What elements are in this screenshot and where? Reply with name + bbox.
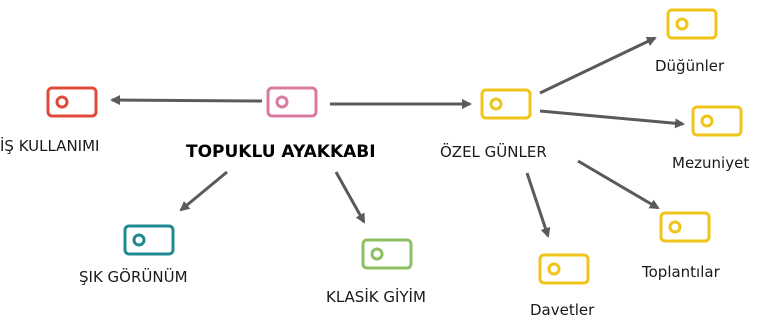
- tag-icon-toplanti: [659, 211, 711, 243]
- tag-icon-dugun: [666, 8, 718, 40]
- node-label-toplanti: Toplantılar: [642, 263, 720, 281]
- node-label-davet: Davetler: [530, 301, 595, 319]
- tag-icon-is: [46, 86, 98, 118]
- arrow-ozel-to-dugun: [539, 36, 657, 95]
- node-label-dugun: Düğünler: [655, 57, 725, 75]
- node-label-is: İŞ KULLANIMI: [0, 137, 100, 155]
- arrow-ozel-to-mezun: [539, 109, 685, 129]
- tag-icon-mezun: [691, 105, 743, 137]
- arrow-central-to-sik: [179, 170, 228, 212]
- tag-icon-davet: [538, 253, 590, 285]
- node-label-mezun: Mezuniyet: [672, 154, 750, 172]
- tag-icon-central: [266, 86, 318, 118]
- tag-icon-klasik: [361, 238, 413, 270]
- arrow-central-to-klasik: [334, 171, 366, 224]
- node-label-ozel: ÖZEL GÜNLER: [440, 143, 547, 161]
- arrow-ozel-to-toplanti: [577, 159, 660, 210]
- central-topic-label: TOPUKLU AYAKKABI: [186, 142, 376, 162]
- arrow-central-to-is: [110, 95, 263, 106]
- node-label-klasik: KLASİK GİYİM: [326, 288, 426, 306]
- tag-icon-ozel: [480, 88, 532, 120]
- arrow-ozel-to-davet: [525, 172, 551, 238]
- tag-icon-sik: [123, 224, 175, 256]
- node-label-sik: ŞIK GÖRÜNÜM: [79, 268, 188, 286]
